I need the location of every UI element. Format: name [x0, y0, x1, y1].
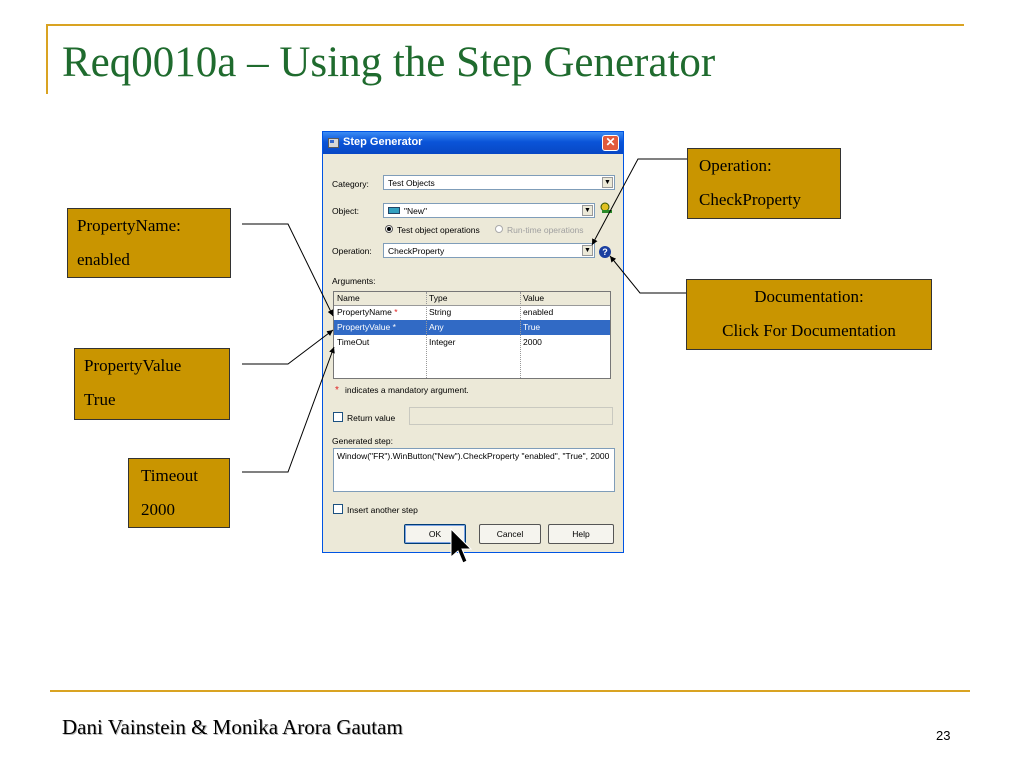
page-number: 23: [936, 728, 951, 743]
arg-value[interactable]: True: [523, 322, 541, 332]
callout-property-value: PropertyValue True: [74, 348, 230, 420]
arg-type: Integer: [429, 337, 456, 347]
footer-authors: Dani Vainstein & Monika Arora Gautam: [62, 715, 403, 739]
insert-step-checkbox[interactable]: [333, 504, 343, 514]
close-button[interactable]: ✕: [602, 135, 619, 151]
callout-property-value-line1: PropertyValue: [84, 356, 182, 375]
operation-select[interactable]: CheckProperty ▼: [383, 243, 595, 258]
callout-operation-line1: Operation:: [699, 156, 772, 175]
step-generator-dialog: Step Generator ✕ Category: Test Objects …: [322, 131, 624, 553]
dialog-title: Step Generator: [343, 136, 423, 148]
mandatory-asterisk: *: [335, 385, 339, 396]
return-value-label: Return value: [347, 413, 396, 423]
callout-timeout-line1: Timeout: [141, 466, 199, 485]
arg-name-cell[interactable]: PropertyName *: [334, 305, 426, 319]
callout-property-name-line1: PropertyName:: [77, 216, 181, 235]
table-row[interactable]: PropertyName * String enabled: [334, 305, 610, 320]
chevron-down-icon[interactable]: ▼: [582, 205, 593, 216]
chevron-down-icon[interactable]: ▼: [582, 245, 593, 256]
column-header-type[interactable]: Type: [429, 293, 448, 303]
radio-runtime-label: Run-time operations: [507, 225, 584, 235]
return-value-input: [409, 407, 613, 425]
callout-timeout: Timeout 2000: [128, 458, 230, 528]
top-rule: [46, 24, 964, 26]
cancel-button[interactable]: Cancel: [479, 524, 541, 544]
object-label: Object:: [332, 206, 359, 216]
callout-documentation: Documentation: Click For Documentation: [686, 279, 932, 350]
arg-name: PropertyValue: [337, 322, 391, 332]
radio-test-object-operations[interactable]: [385, 225, 393, 233]
arg-name: TimeOut: [337, 337, 370, 347]
arguments-table: Name Type Value PropertyName * String en…: [333, 291, 611, 379]
arg-name: PropertyName: [337, 307, 392, 317]
insert-step-label: Insert another step: [347, 505, 418, 515]
arg-type: Any: [429, 322, 444, 332]
return-value-checkbox[interactable]: [333, 412, 343, 422]
callout-documentation-line2: Click For Documentation: [722, 321, 896, 340]
category-label: Category:: [332, 179, 369, 189]
connector-property-value: [242, 329, 334, 365]
callout-documentation-line1: Documentation:: [754, 287, 864, 306]
callout-property-name: PropertyName: enabled: [67, 208, 231, 278]
help-button[interactable]: Help: [548, 524, 614, 544]
generated-step-label: Generated step:: [332, 436, 393, 446]
column-header-name[interactable]: Name: [337, 293, 360, 303]
operation-label: Operation:: [332, 246, 372, 256]
column-divider: [520, 292, 521, 378]
arg-value[interactable]: enabled: [523, 307, 554, 317]
callout-property-name-line2: enabled: [77, 250, 130, 269]
table-row[interactable]: TimeOut Integer 2000: [334, 335, 610, 350]
column-header-value[interactable]: Value: [523, 293, 545, 303]
category-select[interactable]: Test Objects ▼: [383, 175, 615, 190]
radio-test-object-label: Test object operations: [397, 225, 480, 235]
category-value: Test Objects: [388, 178, 435, 188]
operation-value: CheckProperty: [388, 246, 445, 256]
callout-property-value-line2: True: [84, 390, 116, 409]
connector-documentation: [609, 255, 686, 294]
dialog-titlebar[interactable]: Step Generator ✕: [323, 132, 623, 154]
required-mark: *: [392, 322, 396, 332]
step-generator-app-icon: [328, 138, 339, 148]
connector-operation: [591, 158, 687, 246]
column-divider: [426, 292, 427, 378]
object-select[interactable]: "New" ▼: [383, 203, 595, 218]
required-mark: *: [394, 307, 398, 317]
callout-operation: Operation: CheckProperty: [687, 148, 841, 219]
select-object-icon[interactable]: [599, 202, 613, 214]
callout-operation-line2: CheckProperty: [699, 190, 801, 209]
mandatory-note: indicates a mandatory argument.: [345, 385, 469, 395]
arg-type: String: [429, 307, 452, 317]
table-header: Name Type Value: [334, 292, 610, 306]
table-row[interactable]: PropertyValue * Any True: [334, 320, 610, 335]
generated-step-textbox[interactable]: Window("FR").WinButton("New").CheckPrope…: [333, 448, 615, 492]
winbutton-object-icon: [388, 207, 400, 214]
left-rule: [46, 24, 48, 94]
object-value: "New": [404, 206, 428, 216]
connector-timeout: [242, 346, 335, 473]
radio-runtime-operations: [495, 225, 503, 233]
arg-value[interactable]: 2000: [523, 337, 542, 347]
arg-name-cell[interactable]: PropertyValue *: [334, 320, 426, 334]
callout-timeout-line2: 2000: [141, 500, 175, 519]
bottom-rule: [50, 690, 970, 692]
help-icon[interactable]: ?: [599, 246, 611, 258]
arguments-label: Arguments:: [332, 276, 376, 286]
mouse-pointer-icon: [450, 527, 473, 564]
chevron-down-icon[interactable]: ▼: [602, 177, 613, 188]
slide-title: Req0010a – Using the Step Generator: [62, 39, 716, 86]
connector-property-name: [242, 223, 334, 317]
